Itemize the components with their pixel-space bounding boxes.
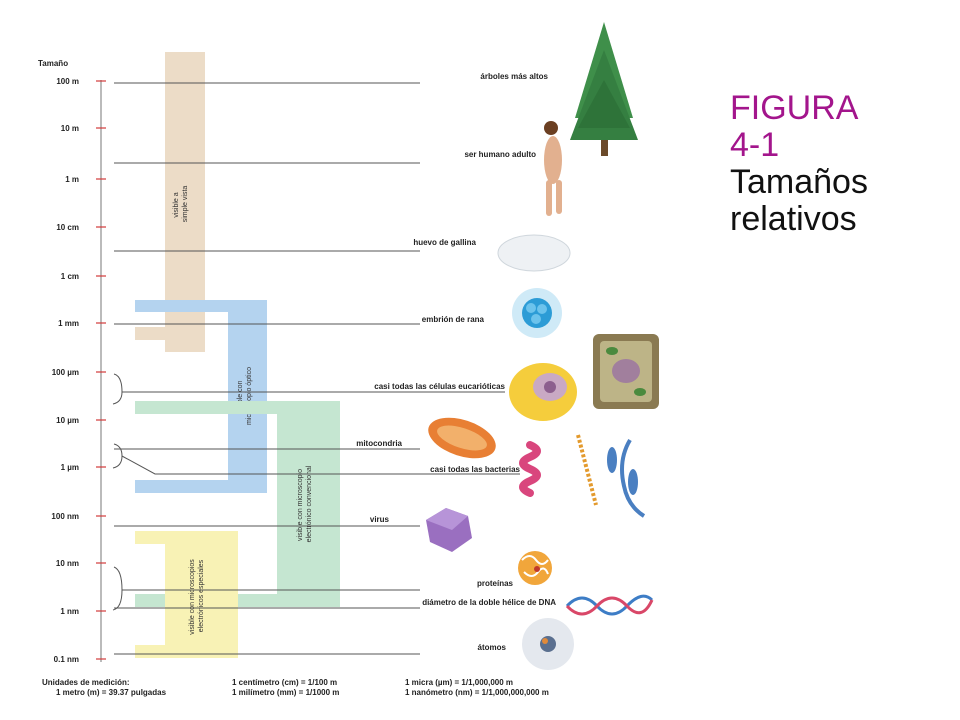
scale-tick-label: 100 m — [56, 77, 79, 86]
protein-icon — [518, 551, 552, 585]
item-label: proteínas — [477, 579, 514, 588]
scale-tick-label: 10 nm — [56, 559, 79, 568]
figure-caption: FIGURA 4-1 Tamaños relativos — [730, 90, 868, 238]
scale-tick-label: 10 m — [61, 124, 79, 133]
egg-icon — [497, 234, 571, 272]
figure-number: 4-1 — [730, 126, 780, 164]
dna-helix-icon — [565, 594, 654, 616]
item-label: huevo de gallina — [413, 238, 476, 247]
scale-tick-label: 1 µm — [61, 463, 79, 472]
units-legend: Unidades de medición: 1 metro (m) = 39.3… — [42, 678, 549, 697]
eukaryotic-cell-icon — [509, 334, 659, 421]
scale-tick-label: 10 cm — [56, 223, 79, 232]
unit-millimeter: 1 milímetro (mm) = 1/1000 m — [232, 688, 339, 697]
item-label: embrión de rana — [422, 315, 485, 324]
mitochondria-icon — [428, 417, 496, 459]
scale-tick-label: 0.1 nm — [54, 655, 79, 664]
item-label: diámetro de la doble hélice de DNA — [422, 598, 556, 607]
bacteria-icon — [519, 434, 646, 518]
unit-meter: 1 metro (m) = 39.37 pulgadas — [56, 688, 167, 697]
item-labels: árboles más altos ser humano adulto huevo … — [356, 72, 556, 652]
special-microscope-band: visible con microscopios electrónicos es… — [135, 531, 238, 658]
scale-tick-label: 1 m — [65, 175, 79, 184]
item-label: virus — [370, 515, 390, 524]
scale-tick-label: 100 nm — [51, 512, 79, 521]
virus-icon — [426, 508, 472, 552]
unit-nanometer: 1 nanómetro (nm) = 1/1,000,000,000 m — [405, 688, 549, 697]
units-heading: Unidades de medición: — [42, 678, 130, 687]
figure-title-line1: Tamaños — [730, 163, 868, 201]
svg-text:visible a simple vista: visible a simple vista — [173, 186, 189, 223]
scale-tick-label: 100 µm — [52, 368, 79, 377]
item-label: átomos — [478, 643, 507, 652]
item-label: ser humano adulto — [464, 150, 536, 159]
scale-tick-label: 10 µm — [56, 416, 79, 425]
tree-icon — [570, 22, 638, 156]
atom-icon — [522, 618, 574, 670]
item-lines — [112, 82, 520, 655]
size-scale: Tamaño 100 m 10 m 1 m 10 cm 1 cm 1 mm 100 µm 10… — [38, 59, 106, 664]
item-label: árboles más altos — [480, 72, 548, 81]
naked-eye-band: visible a simple vista — [135, 52, 205, 352]
human-icon — [544, 121, 562, 216]
svg-text:visible con microscopio: visible con microscopio electrónico conv… — [297, 465, 313, 542]
item-label: casi todas las bacterias — [430, 465, 520, 474]
unit-micron: 1 micra (µm) = 1/1,000,000 m — [405, 678, 513, 687]
figure-label: FIGURA — [730, 89, 859, 127]
scale-tick-label: 1 cm — [61, 272, 79, 281]
svg-text:visible con microscopios: visible con microscopios electrónicos es… — [189, 557, 205, 634]
frog-embryo-icon — [512, 288, 562, 338]
figure-title-line2: relativos — [730, 200, 857, 238]
svg-text:visible con microscopio: visible con microscopio óptico — [237, 367, 253, 425]
scale-title: Tamaño — [38, 59, 68, 68]
scale-tick-label: 1 mm — [58, 319, 79, 328]
electron-microscope-band: visible con microscopio electrónico conv… — [135, 401, 340, 607]
unit-centimeter: 1 centímetro (cm) = 1/100 m — [232, 678, 337, 687]
item-label: casi todas las células eucarióticas — [374, 382, 505, 391]
item-label: mitocondria — [356, 439, 402, 448]
light-microscope-band: visible con microscopio óptico — [135, 300, 267, 493]
scale-tick-label: 1 nm — [60, 607, 79, 616]
